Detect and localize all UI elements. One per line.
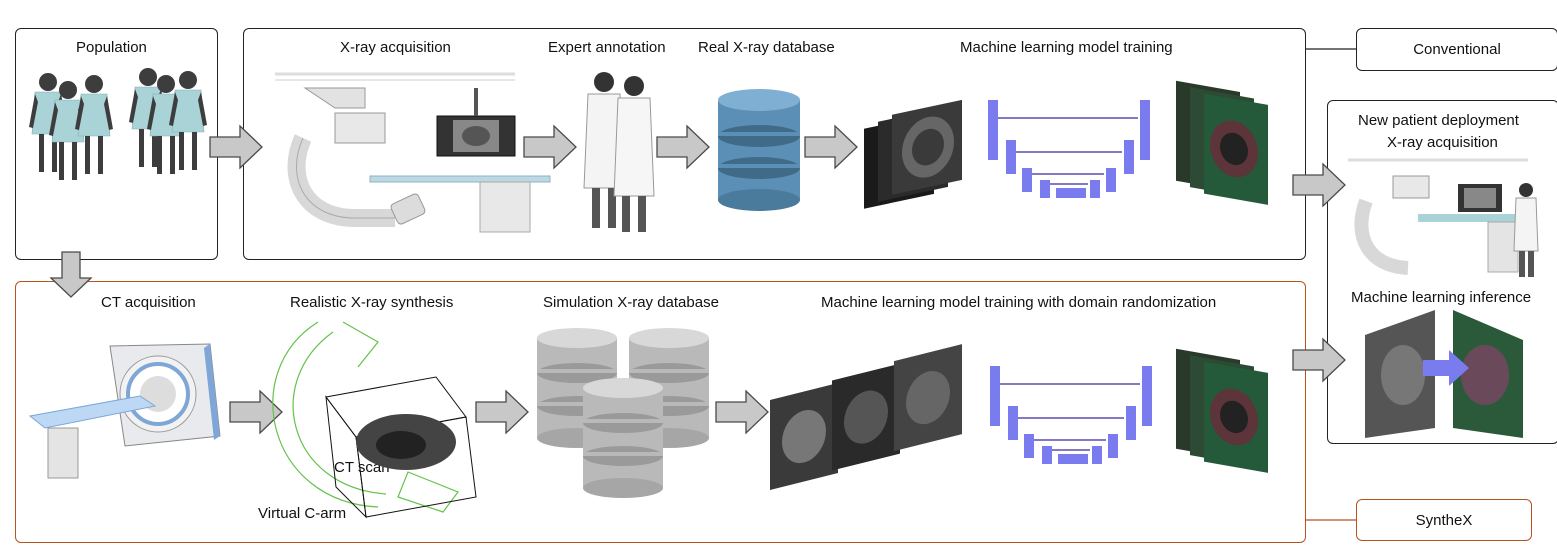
population-title: Population <box>76 39 147 56</box>
xray-acquisition-title: X-ray acquisition <box>340 39 451 56</box>
arrow-synthex-to-deploy <box>1292 338 1346 382</box>
ml-inference-title: Machine learning inference <box>1351 289 1532 306</box>
arrow-annotation-to-db <box>656 125 710 169</box>
unet-icon <box>988 100 1150 198</box>
deployment-box <box>1327 100 1557 444</box>
real-database-icon <box>718 89 800 211</box>
ct-scanner-illustration <box>28 343 221 479</box>
ml-training-title: Machine learning model training <box>960 39 1173 56</box>
experts-illustration <box>583 72 655 232</box>
conventional-label: Conventional <box>1413 41 1501 58</box>
real-xray-stack <box>864 99 962 209</box>
simulation-database-icon <box>537 328 709 498</box>
inference-arrow-icon <box>1423 350 1469 386</box>
carm-illustration <box>275 72 551 233</box>
ml-training-dr-title: Machine learning model training with dom… <box>821 294 1217 311</box>
arrow-db-to-training <box>804 125 858 169</box>
real-db-title: Real X-ray database <box>698 39 835 56</box>
ct-acquisition-title: CT acquisition <box>101 294 196 311</box>
deploy-carm-illustration <box>1348 158 1539 277</box>
synthesis-title: Realistic X-ray synthesis <box>290 294 454 311</box>
virtual-carm-label: Virtual C-arm <box>258 505 347 522</box>
synthex-pipeline-box <box>15 281 1306 543</box>
conventional-tag: Conventional <box>1356 28 1557 71</box>
deploy-xray-title: X-ray acquisition <box>1387 134 1498 151</box>
sim-db-title: Simulation X-ray database <box>543 294 719 311</box>
arrow-simdb-to-training <box>715 390 769 434</box>
new-patient-title: New patient deployment <box>1358 112 1519 129</box>
inference-illustration <box>1365 310 1523 438</box>
arrow-synthesis-to-simdb <box>475 390 529 434</box>
unet-icon-synthex <box>990 366 1152 464</box>
virtual-carm-illustration <box>272 321 477 519</box>
simulated-xray-stack <box>770 344 962 490</box>
synthex-label: SyntheX <box>1415 511 1473 529</box>
arrow-conventional-to-deploy <box>1292 163 1346 207</box>
arrow-population-to-xray <box>209 125 263 169</box>
synthex-tag: SyntheX <box>1356 499 1532 541</box>
segmentation-stack-conventional <box>1176 80 1268 205</box>
expert-annotation-title: Expert annotation <box>548 39 666 56</box>
arrow-population-to-ct <box>50 251 92 298</box>
segmentation-stack-synthex <box>1176 348 1268 473</box>
